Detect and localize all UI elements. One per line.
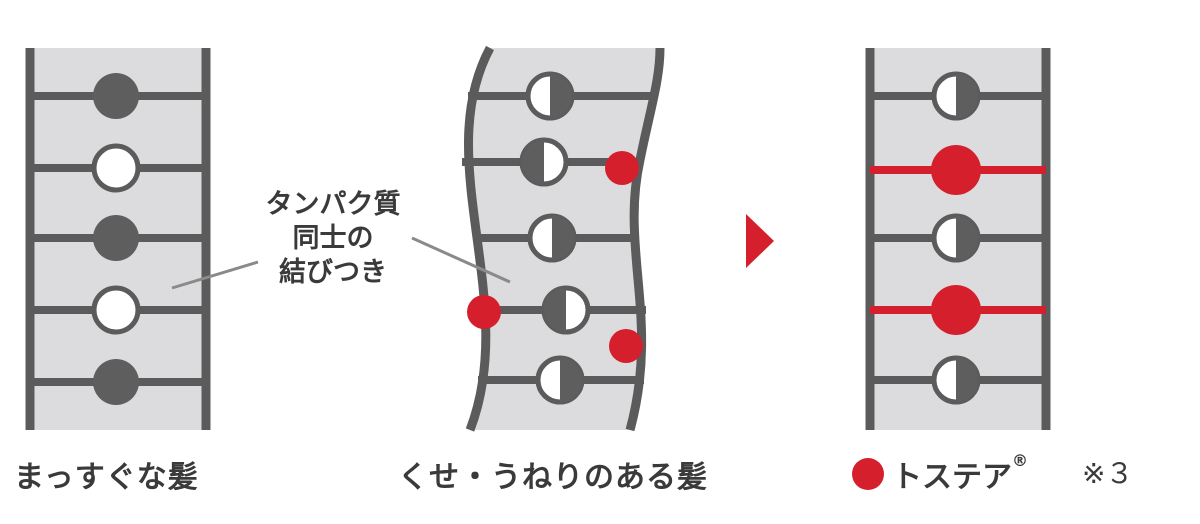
callout-line: 結びつき — [279, 257, 387, 288]
half-node — [931, 213, 981, 263]
callout-label: タンパク質 同士の 結びつき — [248, 188, 418, 290]
straight-hair-panel — [25, 48, 211, 430]
half-node — [535, 355, 585, 405]
red-dot — [605, 151, 639, 185]
dark-node — [93, 359, 139, 405]
callout-leader-line — [411, 236, 511, 284]
half-node — [525, 71, 575, 121]
red-dot — [467, 295, 501, 329]
half-node — [931, 71, 981, 121]
footnote-marker: ※３ — [1082, 457, 1134, 490]
half-node — [931, 355, 981, 405]
dark-node — [93, 215, 139, 261]
red-dot — [609, 329, 643, 363]
callout-line: タンパク質 — [265, 189, 401, 220]
treated-hair-panel — [865, 48, 1051, 430]
callout-line: 同士の — [292, 223, 374, 254]
light-node — [91, 285, 141, 335]
light-node — [91, 143, 141, 193]
red-dot-icon — [852, 458, 884, 490]
half-node — [519, 137, 569, 187]
half-node — [541, 285, 591, 335]
red-node — [931, 285, 981, 335]
wavy-hair-caption: くせ・うねりのある髪 — [398, 460, 708, 495]
arrow-right-icon — [746, 214, 774, 268]
dark-node — [93, 73, 139, 119]
red-node — [931, 145, 981, 195]
straight-hair-caption: まっすぐな髪 — [14, 460, 199, 495]
callout-leader-line — [171, 260, 259, 290]
legend-label: トステア — [892, 460, 1012, 495]
wavy-hair-panel — [462, 45, 665, 432]
half-node — [527, 213, 577, 263]
registered-mark: ® — [1012, 450, 1028, 470]
legend: トステア ® — [852, 450, 1028, 496]
